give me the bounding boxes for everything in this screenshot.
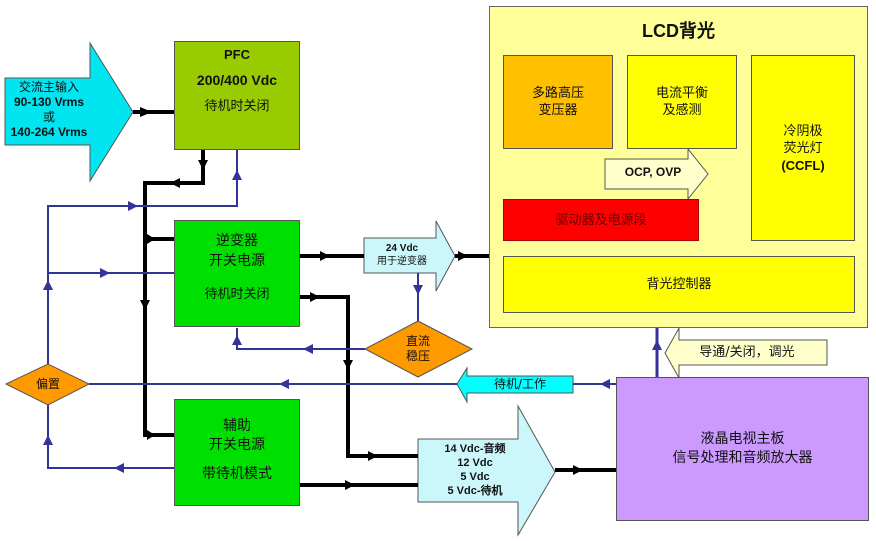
outputs-line4: 5 Vdc-待机 bbox=[447, 485, 503, 497]
aux-psu-line2: 开关电源 bbox=[209, 437, 265, 453]
dc-regulator-line1: 直流 bbox=[405, 334, 430, 348]
current-balance-line1: 电流平衡 bbox=[655, 86, 708, 101]
ac-input-line4: 140-264 Vrms bbox=[10, 125, 88, 139]
aux-psu-line1: 辅助 bbox=[223, 418, 251, 434]
ccfl-block: 冷阴极 荧光灯 (CCFL) bbox=[751, 55, 855, 241]
pfc-title: PFC bbox=[224, 47, 250, 62]
driver-label: 驱动器及电源段 bbox=[555, 212, 647, 228]
pfc-note: 待机时关闭 bbox=[204, 99, 270, 114]
ac-input-line1: 交流主输入 bbox=[18, 80, 79, 94]
aux-psu-block: 辅助 开关电源 带待机模式 bbox=[174, 399, 300, 506]
ac-input-label: 交流主输入 90-130 Vrms 或 140-264 Vrms bbox=[5, 80, 93, 140]
inverter-psu-line2: 开关电源 bbox=[209, 253, 265, 269]
current-balance-line2: 及感测 bbox=[662, 103, 702, 118]
protection-arrow bbox=[604, 148, 709, 200]
standby-signal-label: 待机/工作 bbox=[493, 377, 547, 391]
inverter-psu-line1: 逆变器 bbox=[216, 233, 258, 249]
dc-regulator-diamond bbox=[363, 320, 474, 378]
outputs-label: 14 Vdc-音频 12 Vdc 5 Vdc 5 Vdc-待机 bbox=[425, 442, 525, 498]
bias-label: 偏置 bbox=[35, 377, 60, 391]
outputs-line3: 5 Vdc bbox=[460, 471, 490, 483]
mainboard-block: 液晶电视主板 信号处理和音频放大器 bbox=[616, 377, 869, 521]
driver-block: 驱动器及电源段 bbox=[503, 199, 699, 241]
protection-label: OCP, OVP bbox=[624, 165, 682, 179]
current-balance-block: 电流平衡 及感测 bbox=[627, 55, 737, 149]
ccfl-line1: 冷阴极 bbox=[783, 123, 823, 139]
ac-input-line2: 90-130 Vrms bbox=[13, 95, 85, 109]
inverter-24v-line1: 24 Vdc bbox=[385, 243, 419, 254]
dc-regulator-label: 直流 稳压 bbox=[390, 334, 446, 364]
dimming-signal-arrow bbox=[664, 327, 828, 379]
transformer-block: 多路高压 变压器 bbox=[503, 55, 613, 149]
mainboard-line1: 液晶电视主板 bbox=[700, 431, 785, 447]
dc-regulator-line2: 稳压 bbox=[405, 349, 430, 363]
inverter-psu-block: 逆变器 开关电源 待机时关闭 bbox=[174, 220, 300, 327]
outputs-line1: 14 Vdc-音频 bbox=[444, 443, 506, 455]
inverter-24v-line2: 用于逆变器 bbox=[377, 256, 427, 267]
ac-input-arrow bbox=[4, 41, 134, 183]
transformer-line2: 变压器 bbox=[538, 103, 578, 118]
ac-input-line3: 或 bbox=[42, 110, 55, 124]
wire-aux-to-bias bbox=[47, 405, 175, 469]
ccfl-line2: 荧光灯 bbox=[783, 140, 823, 156]
outputs-arrow bbox=[417, 404, 556, 537]
wire-regulator-to-inverter bbox=[236, 328, 365, 350]
controller-label: 背光控制器 bbox=[646, 277, 712, 292]
wire-inverter-to-outputs bbox=[299, 295, 418, 458]
ccfl-line3: (CCFL) bbox=[781, 157, 825, 173]
mainboard-line2: 信号处理和音频放大器 bbox=[672, 450, 813, 466]
pfc-block: PFC 200/400 Vdc 待机时关闭 bbox=[174, 41, 300, 150]
pfc-voltage: 200/400 Vdc bbox=[196, 72, 278, 88]
lcd-backlight-title: LCD背光 bbox=[642, 21, 715, 41]
inverter-24v-arrow bbox=[363, 220, 456, 292]
inverter-24v-label: 24 Vdc 用于逆变器 bbox=[364, 242, 440, 268]
dimming-signal-label: 导通/关闭，调光 bbox=[699, 345, 795, 360]
outputs-line2: 12 Vdc bbox=[457, 457, 493, 469]
backlight-controller-block: 背光控制器 bbox=[503, 256, 855, 313]
inverter-psu-note: 待机时关闭 bbox=[204, 287, 270, 302]
transformer-line1: 多路高压 bbox=[531, 86, 584, 101]
aux-psu-note: 带待机模式 bbox=[202, 466, 272, 482]
